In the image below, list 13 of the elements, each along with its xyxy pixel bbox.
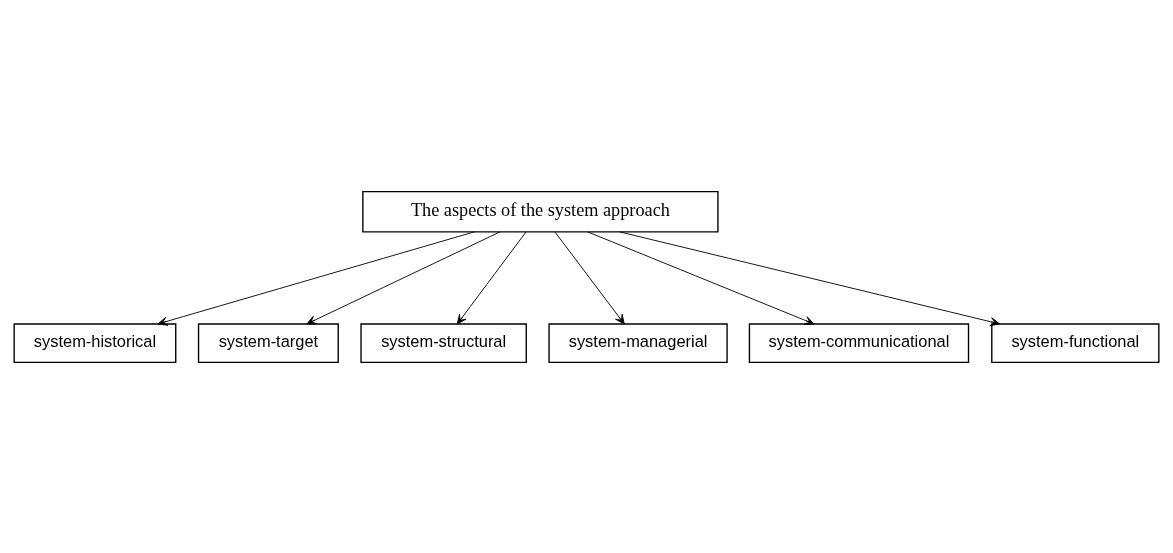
node-box: system-communicational [748, 322, 970, 363]
node-box: system-managerial [548, 322, 728, 363]
arrow [456, 231, 527, 324]
arrow [157, 230, 475, 326]
arrow [619, 230, 1001, 326]
node-box: system-functional [991, 322, 1160, 363]
arrow [306, 230, 501, 324]
node-box: system-target [197, 322, 339, 363]
arrow [554, 231, 625, 324]
node-box: The aspects of the system approach [362, 190, 719, 232]
arrow [587, 230, 815, 325]
node-box: system-structural [360, 322, 527, 363]
node-box: system-historical [13, 322, 177, 363]
